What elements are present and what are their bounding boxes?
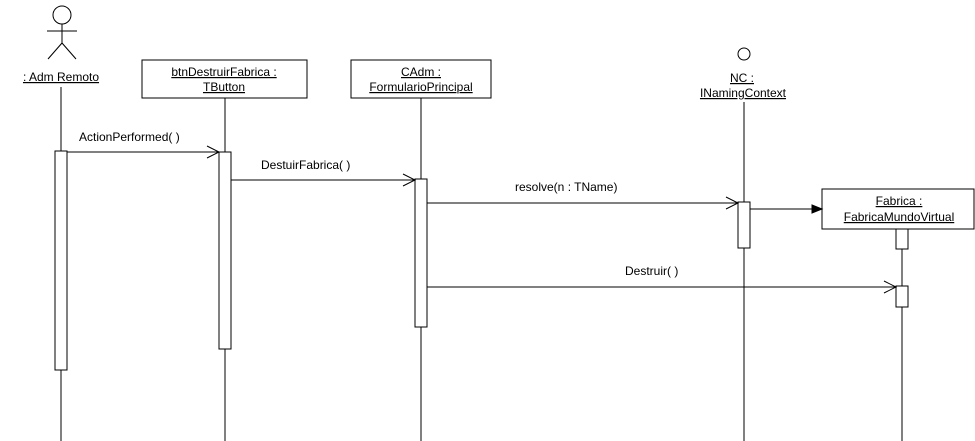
object-btn-type: TButton <box>203 80 245 94</box>
interface-circle-icon <box>737 47 751 61</box>
arrowhead-destruir-icon <box>883 280 898 294</box>
message-label-destuirfabrica: DestuirFabrica( ) <box>261 158 350 172</box>
object-nc-type: INamingContext <box>700 86 787 100</box>
arrowhead-destuirfabrica-icon <box>402 173 417 187</box>
object-cadm-name: CAdm : <box>401 65 441 79</box>
arrowhead-actionperformed-icon <box>206 145 221 159</box>
activation-fabrica-1 <box>895 228 909 250</box>
object-cadm-type: FormularioPrincipal <box>369 80 472 94</box>
actor-adm-remoto <box>47 5 77 60</box>
object-box-cadm[interactable] <box>350 59 492 99</box>
message-label-destruir: Destruir( ) <box>625 264 678 278</box>
arrowhead-resolve-icon <box>725 196 740 210</box>
object-box-btn[interactable] <box>141 59 308 99</box>
activation-btn <box>218 151 232 350</box>
message-label-actionperformed: ActionPerformed( ) <box>79 130 180 144</box>
arrowhead-create-icon <box>811 204 824 214</box>
actor-label: : Adm Remoto <box>23 70 99 84</box>
object-fabrica-name: Fabrica : <box>876 194 923 208</box>
actor-leg-right <box>61 42 77 60</box>
activation-fabrica-2 <box>895 285 909 308</box>
actor-leg-left <box>47 42 63 60</box>
actor-head <box>52 5 72 25</box>
object-btn-name: btnDestruirFabrica : <box>171 65 276 79</box>
activation-nc <box>737 201 751 249</box>
message-label-resolve: resolve(n : TName) <box>515 180 617 194</box>
activation-cadm <box>414 178 428 328</box>
object-fabrica-type: FabricaMundoVirtual <box>844 210 955 224</box>
activation-actor <box>54 150 68 371</box>
object-nc-name: NC : <box>730 71 754 85</box>
